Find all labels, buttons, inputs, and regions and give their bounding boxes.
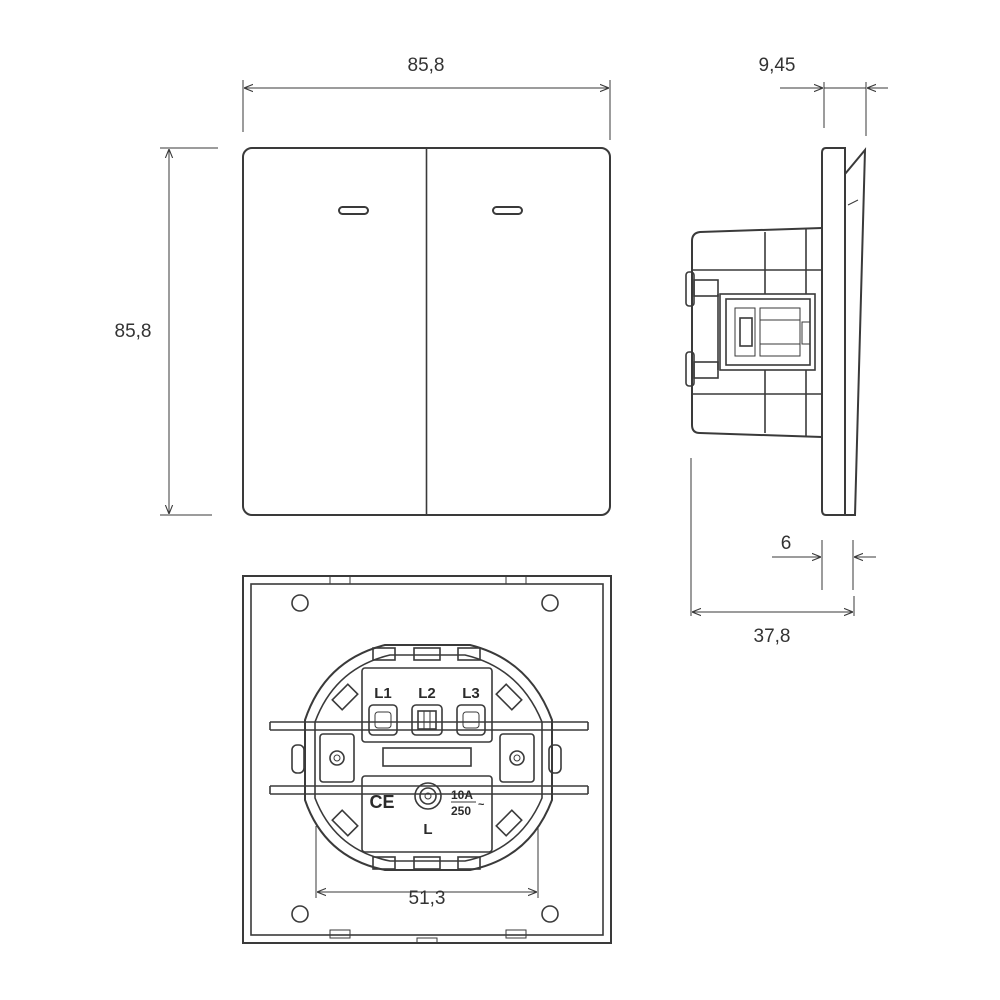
mount-hole bbox=[541, 594, 559, 612]
mechanism-outline bbox=[304, 644, 553, 871]
side-mechanism-body bbox=[691, 227, 823, 438]
mount-hole bbox=[291, 905, 309, 923]
rocker-depth-dimension: 6 bbox=[772, 533, 876, 590]
front-view bbox=[242, 147, 611, 516]
rating-voltage: 250 bbox=[451, 804, 471, 818]
mount-spacing-dimension: 51,3 bbox=[315, 826, 539, 909]
mount-hole bbox=[291, 594, 309, 612]
front-depth-dimension: 9,45 bbox=[759, 55, 888, 136]
front-height-label: 85,8 bbox=[115, 321, 152, 342]
front-width-dimension: 85,8 bbox=[242, 55, 611, 140]
terminal-l2 bbox=[411, 704, 443, 736]
total-depth-dimension: 37,8 bbox=[690, 458, 855, 647]
side-plate bbox=[821, 147, 846, 516]
right-rocker-indicator bbox=[492, 206, 523, 215]
terminal-block-lower bbox=[361, 775, 493, 853]
side-clamp bbox=[719, 293, 816, 371]
terminal-label-l3: L3 bbox=[462, 685, 480, 702]
total-depth-label: 37,8 bbox=[754, 626, 791, 647]
terminal-l3 bbox=[456, 704, 486, 736]
terminal-label-l2: L2 bbox=[418, 685, 436, 702]
terminal-l1 bbox=[368, 704, 398, 736]
ce-mark: CE bbox=[369, 792, 394, 812]
left-rocker-indicator bbox=[338, 206, 369, 215]
front-width-label: 85,8 bbox=[408, 55, 445, 76]
clamp-screw bbox=[329, 750, 345, 766]
mount-hole bbox=[541, 905, 559, 923]
front-depth-label: 9,45 bbox=[759, 55, 796, 76]
clamp-screw bbox=[509, 750, 525, 766]
terminal-block-upper bbox=[361, 667, 493, 743]
front-height-dimension: 85,8 bbox=[115, 147, 218, 516]
back-view: L1 L2 L3 L CE 10A 250 ~ bbox=[242, 575, 612, 944]
rating-current: 10A bbox=[451, 788, 473, 802]
side-view bbox=[685, 147, 867, 516]
mount-spacing-label: 51,3 bbox=[409, 888, 446, 909]
terminal-label-l: L bbox=[423, 821, 432, 838]
terminal-label-l1: L1 bbox=[374, 685, 392, 702]
side-rocker bbox=[844, 147, 867, 516]
terminal-l bbox=[414, 782, 442, 810]
back-plate-inner bbox=[250, 583, 604, 936]
rating-ac-symbol: ~ bbox=[478, 799, 485, 811]
rocker-depth-label: 6 bbox=[781, 533, 792, 554]
